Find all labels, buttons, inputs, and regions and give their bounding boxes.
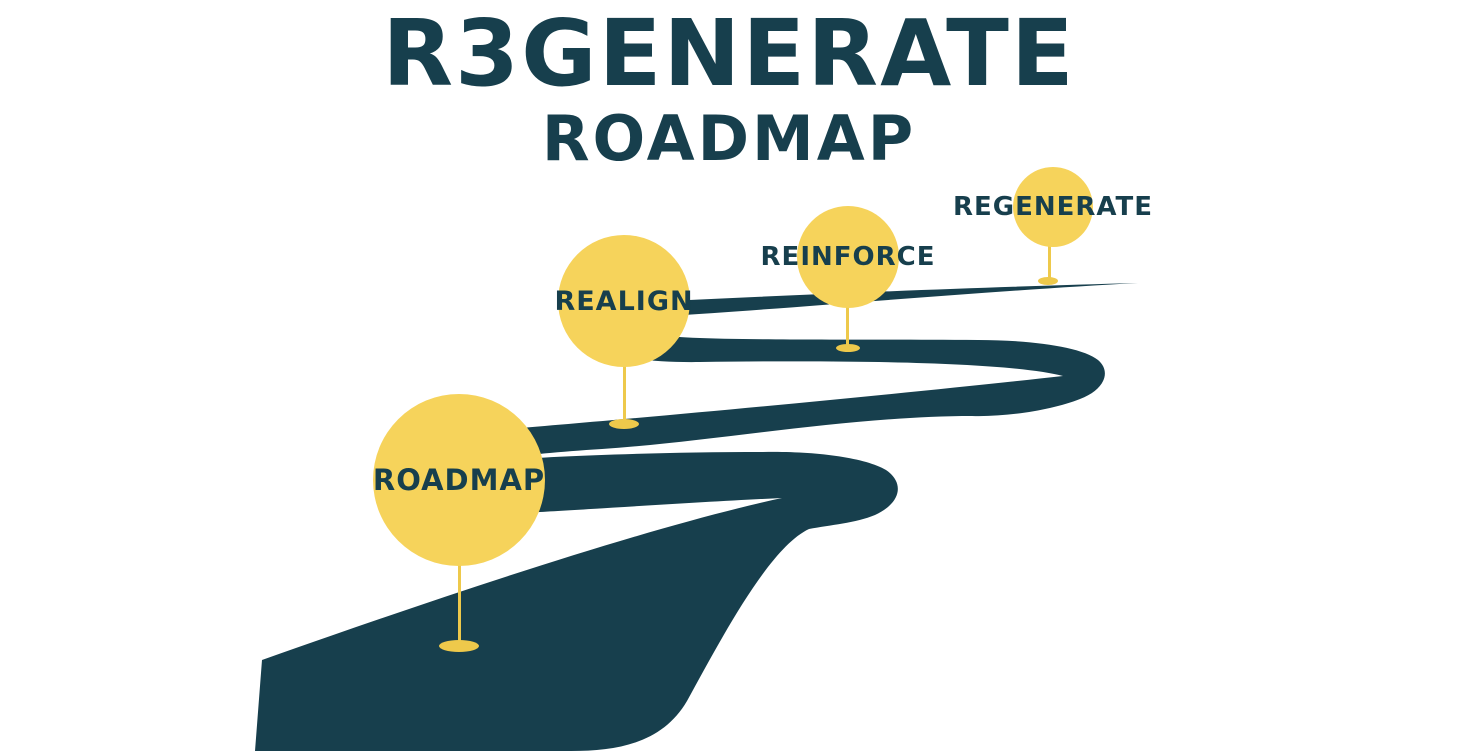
page-subtitle: ROADMAP [541, 102, 917, 175]
road-path [255, 283, 1138, 751]
page-title: R3GENERATE [382, 0, 1076, 107]
